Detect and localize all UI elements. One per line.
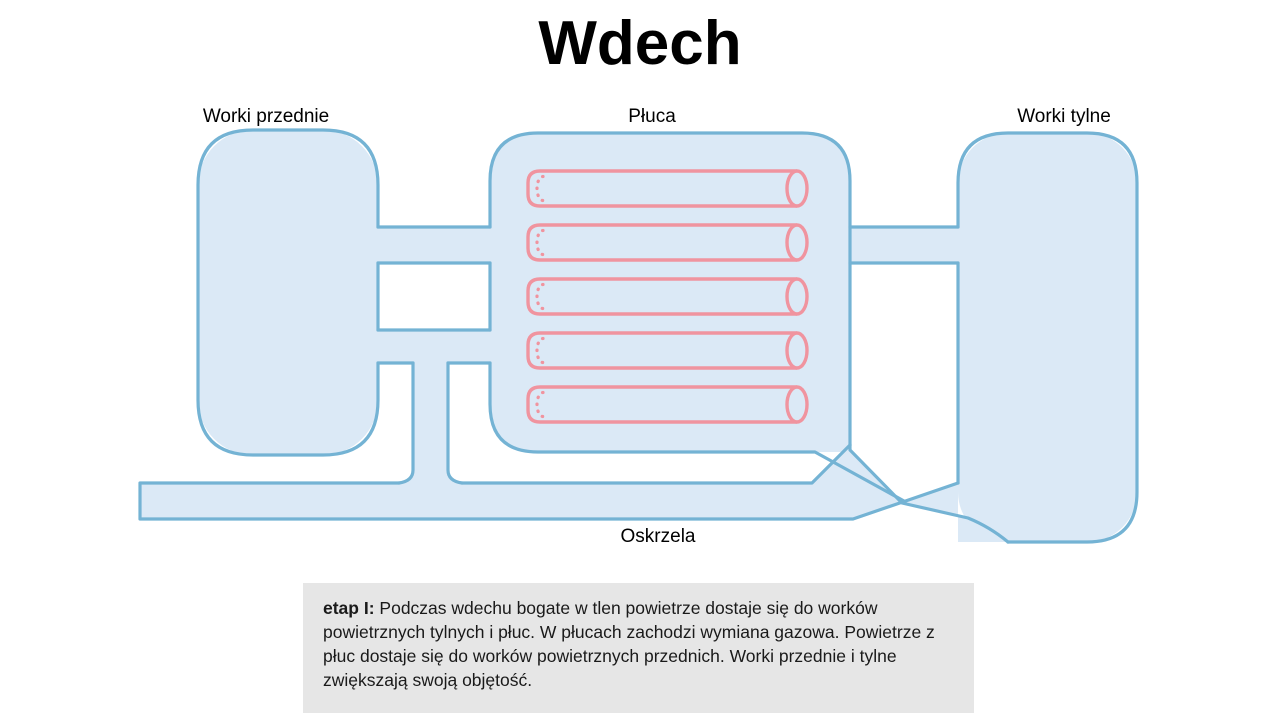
label-posterior-air-sacs: Worki tylne bbox=[1017, 106, 1111, 127]
stage-label: etap I: bbox=[323, 598, 375, 618]
parabronchus-tube bbox=[526, 277, 809, 316]
connector-outlines bbox=[376, 225, 960, 365]
parabronchus-end-cap bbox=[785, 223, 809, 262]
parabronchus-dashed-opening bbox=[535, 390, 545, 419]
parabronchus-dashed-opening bbox=[535, 228, 545, 257]
parabronchus-body bbox=[526, 385, 797, 424]
parabronchus-body bbox=[526, 331, 797, 370]
parabronchus-dashed-opening bbox=[535, 282, 545, 311]
parabronchus-tube bbox=[526, 385, 809, 424]
posterior-air-sac-outline bbox=[956, 131, 1139, 544]
parabronchus-end-cap bbox=[785, 169, 809, 208]
vertical-bronchus-fill bbox=[399, 363, 462, 483]
stage-description-box: etap I: Podczas wdechu bogate w tlen pow… bbox=[303, 583, 974, 713]
label-bronchi: Oskrzela bbox=[620, 526, 696, 547]
stage-text: Podczas wdechu bogate w tlen powietrze d… bbox=[323, 598, 935, 690]
lungs-outline bbox=[488, 131, 906, 503]
parabronchus-tube bbox=[526, 331, 809, 370]
vertical-bronchus-outline bbox=[397, 361, 464, 485]
parabronchus-tube bbox=[526, 223, 809, 262]
lungs-fill bbox=[490, 133, 850, 452]
upper-right-connector-fill bbox=[850, 227, 958, 263]
parabronchi bbox=[526, 169, 809, 424]
diagram-fills bbox=[140, 130, 1137, 542]
posterior-air-sac-fill bbox=[958, 133, 1137, 542]
stage-description: etap I: Podczas wdechu bogate w tlen pow… bbox=[323, 596, 935, 692]
parabronchus-body bbox=[526, 169, 797, 208]
anterior-air-sac-outline bbox=[196, 128, 380, 457]
main-bronchus-outline bbox=[138, 443, 960, 521]
parabronchus-end-cap bbox=[785, 331, 809, 370]
parabronchus-end-cap bbox=[785, 385, 809, 424]
parabronchus-dashed-opening bbox=[535, 174, 545, 203]
parabronchus-tube bbox=[526, 169, 809, 208]
label-anterior-air-sacs: Worki przednie bbox=[202, 106, 330, 127]
bronchus-to-posterior-sac-outline bbox=[848, 443, 1010, 544]
parabronchus-body bbox=[526, 277, 797, 316]
lower-left-connector-fill bbox=[378, 330, 490, 363]
crossing-tubes-fill bbox=[812, 445, 1008, 542]
page-title: Wdech bbox=[538, 9, 742, 78]
parabronchus-dashed-opening bbox=[535, 336, 545, 365]
parabronchus-body bbox=[526, 223, 797, 262]
label-lungs: Płuca bbox=[628, 106, 676, 127]
parabronchus-end-cap bbox=[785, 277, 809, 316]
upper-left-connector-fill bbox=[378, 227, 490, 263]
anterior-air-sac-fill bbox=[198, 130, 378, 455]
main-bronchus-fill bbox=[140, 483, 853, 519]
diagram-outlines bbox=[138, 128, 1139, 544]
